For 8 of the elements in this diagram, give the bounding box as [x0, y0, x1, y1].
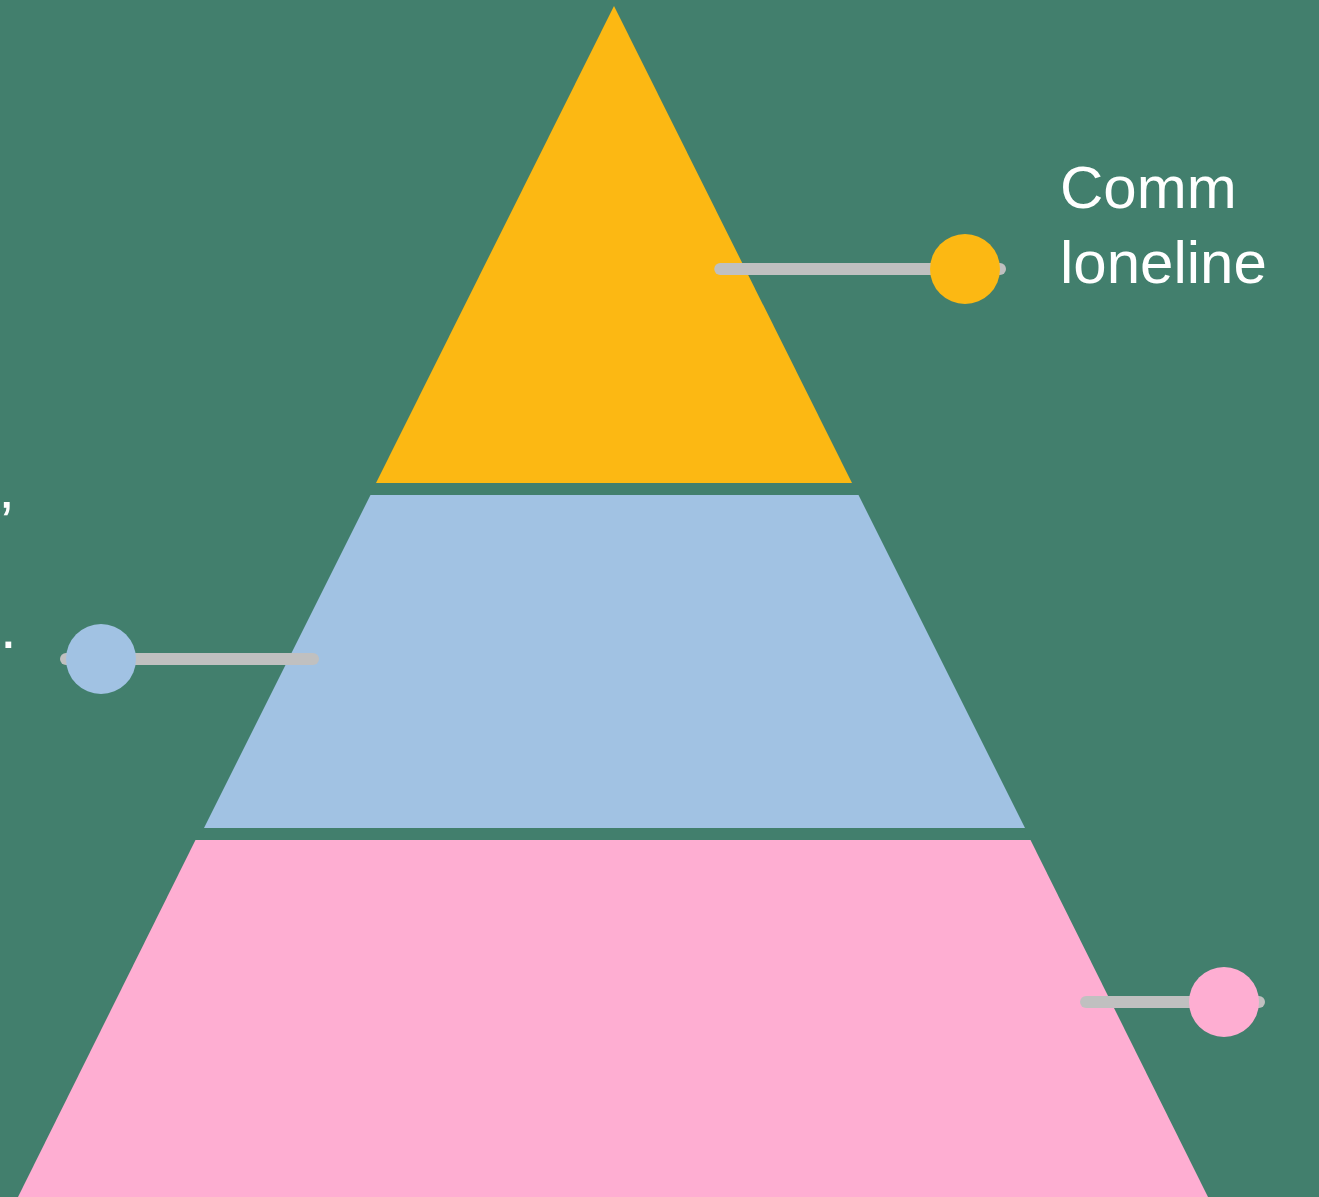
leader-line — [60, 624, 319, 694]
pyramid-tier — [18, 840, 1208, 1197]
leader-line — [714, 234, 1006, 304]
pyramid-tier — [376, 6, 852, 483]
leader-line — [1080, 967, 1265, 1037]
callout-text: Comm loneline — [1000, 150, 1300, 300]
callout-text: ’ . — [0, 470, 66, 680]
pyramid-tier — [203, 495, 1025, 828]
